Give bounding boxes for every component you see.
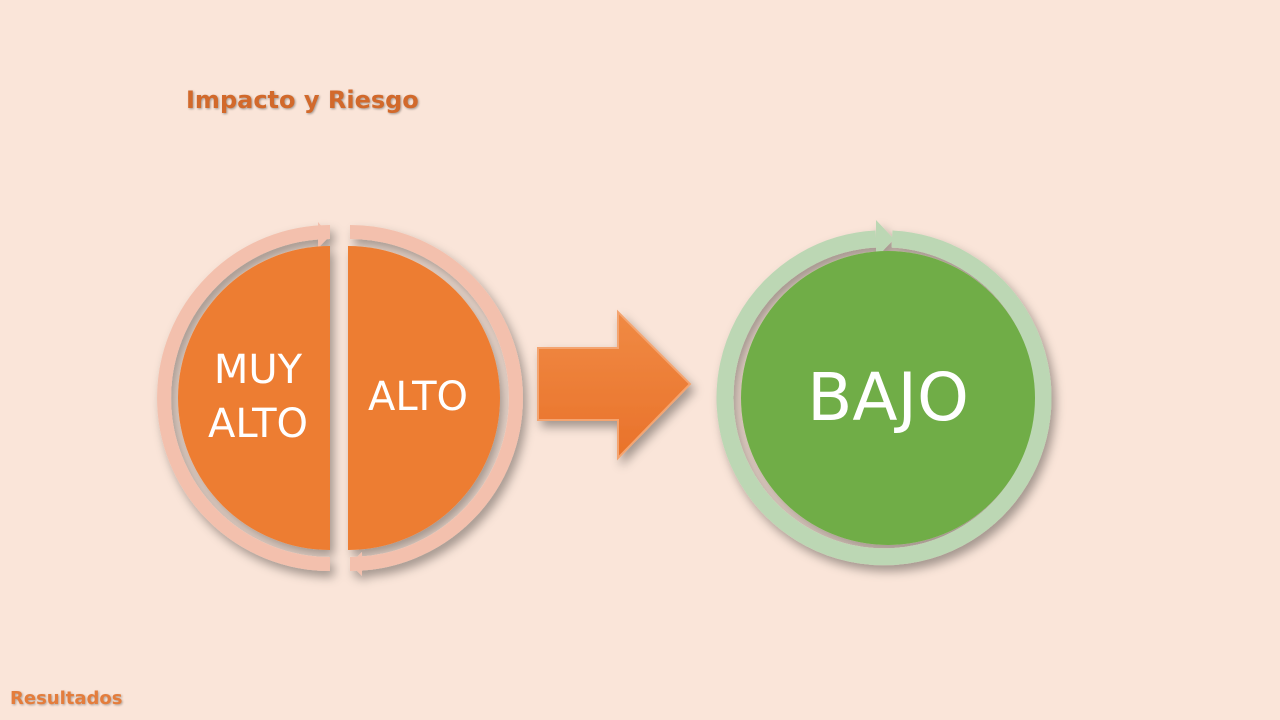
before-ring-left [157,225,331,571]
after-circle [741,251,1035,545]
after-ring-arrow [876,220,894,258]
slide-title: Impacto y Riesgo [186,86,419,114]
transition-arrow [537,309,692,461]
after-ring [716,230,1052,566]
before-ring-arrow-top [318,222,330,248]
before-ring-arrow-bottom [350,552,362,576]
before-cycle [157,222,523,576]
footer-label: Resultados [10,688,123,709]
before-ring-right [349,225,523,571]
segment-muy-alto-label-line1: MUY [214,347,303,393]
after-label: BAJO [807,359,969,436]
segment-alto-label: ALTO [368,374,468,420]
segment-muy-alto [178,246,330,550]
segment-alto [348,246,500,550]
after-cycle [716,220,1052,566]
segment-muy-alto-label-line2: ALTO [208,401,308,447]
